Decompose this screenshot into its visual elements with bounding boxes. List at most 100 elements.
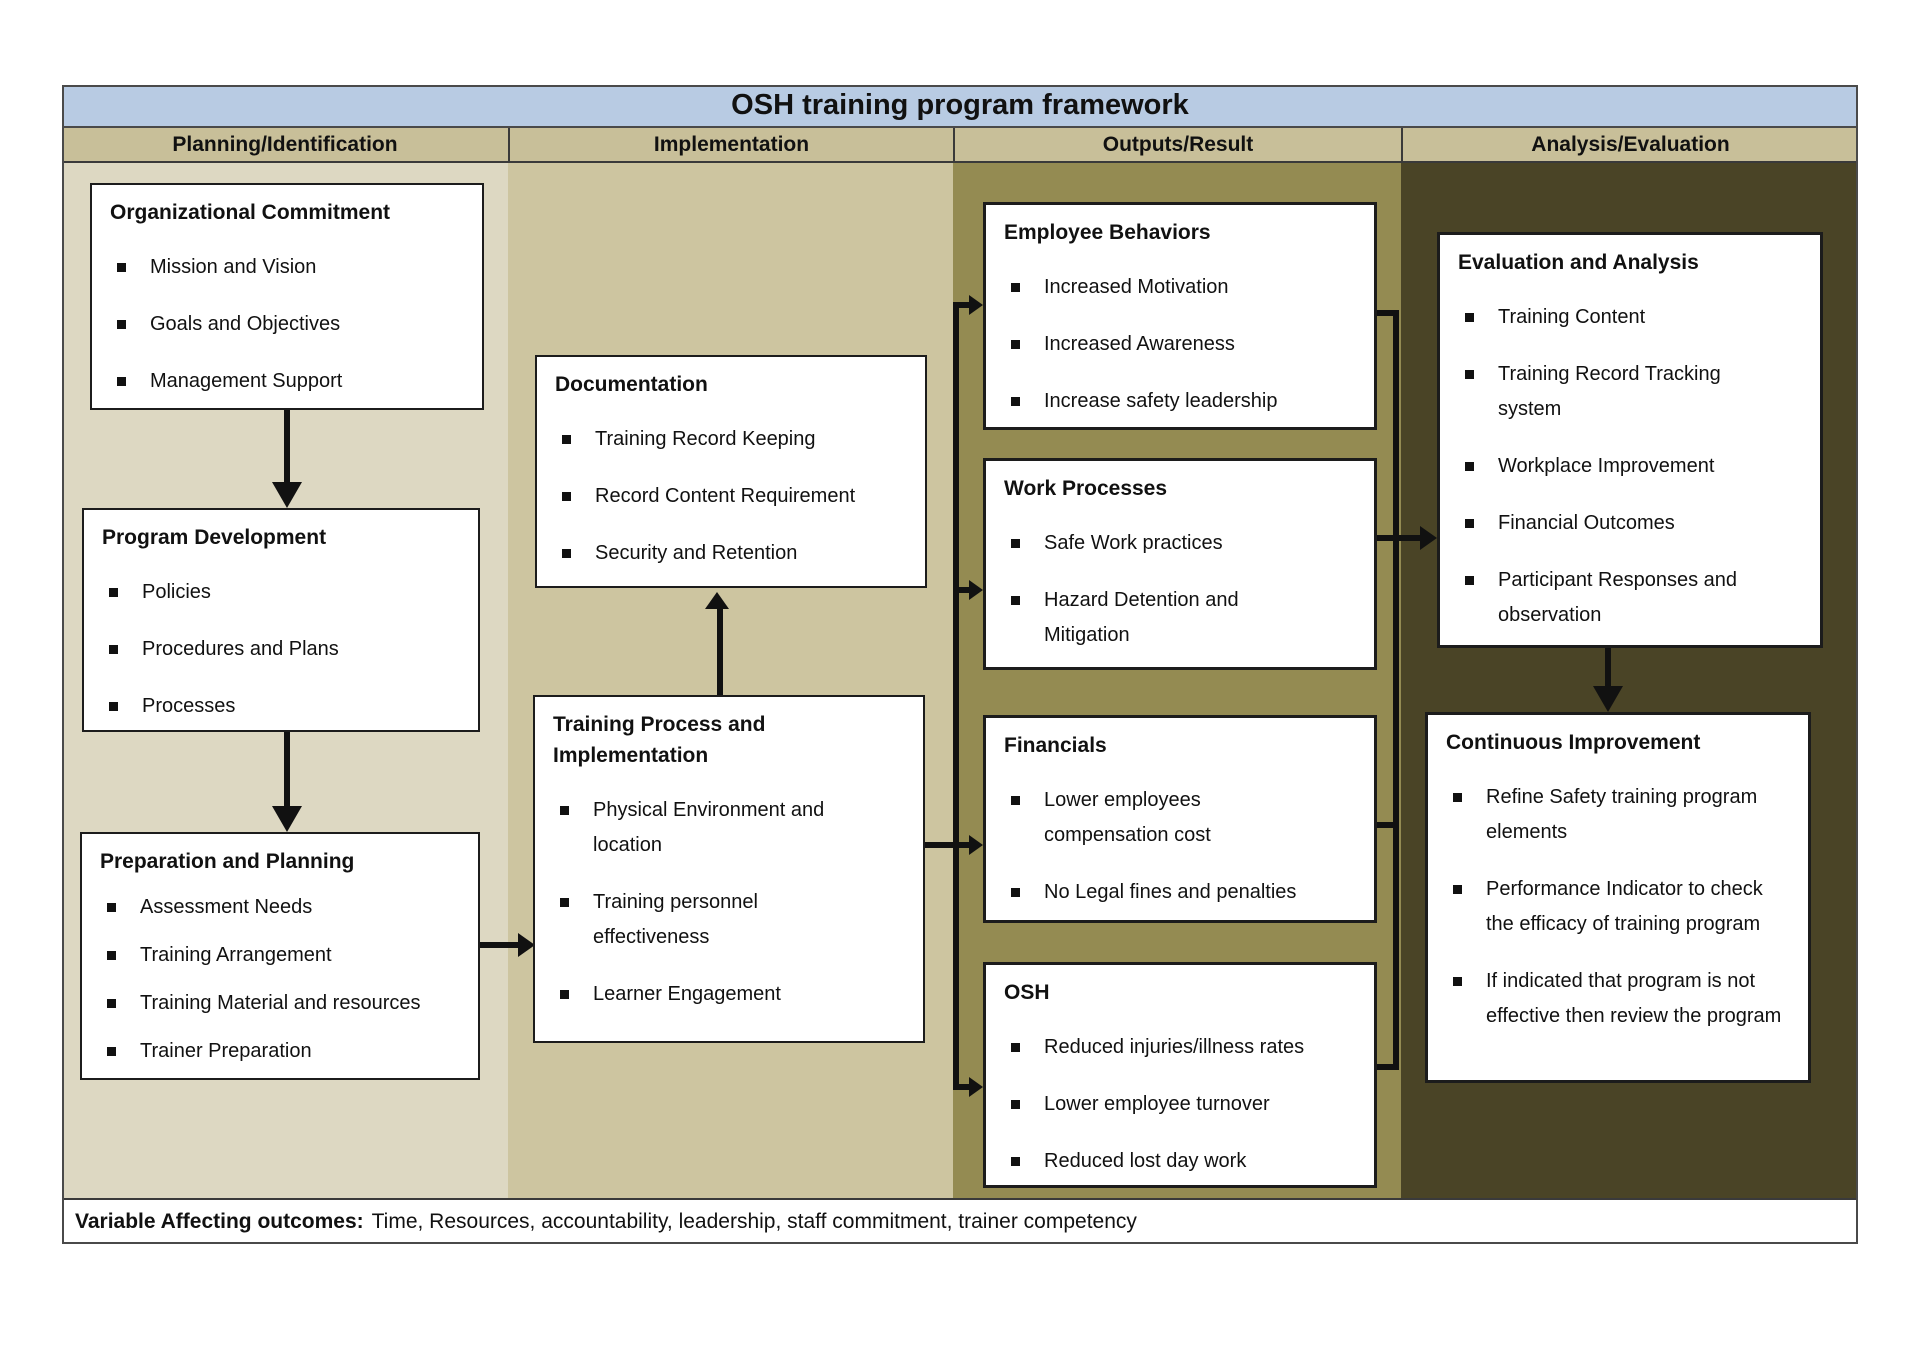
- bullet-item: Training Content: [1458, 300, 1810, 335]
- connector-arrow-down: [284, 410, 290, 484]
- flow-node-training-process: Training Process and Implementation Phys…: [533, 695, 925, 1043]
- bullet-item: Record Content Requirement: [555, 479, 915, 514]
- footer-text: Time, Resources, accountability, leaders…: [371, 1210, 1137, 1233]
- bullet-item: Hazard Detention and Mitigation: [1004, 583, 1364, 653]
- connector-line: [925, 842, 959, 848]
- bullet-item: Training personnel effectiveness: [553, 885, 913, 955]
- arrowhead-down-icon: [272, 482, 302, 508]
- bullet-item: Assessment Needs: [100, 890, 468, 925]
- node-title: Evaluation and Analysis: [1458, 251, 1699, 274]
- arrowhead-right-icon: [969, 295, 983, 315]
- connector-arrow-right: [1377, 535, 1421, 541]
- bullet-item: Increase safety leadership: [1004, 384, 1364, 419]
- connector-arrow-up: [717, 607, 723, 695]
- bullet-item: Training Record Keeping: [555, 422, 915, 457]
- connector-trunk-left: [953, 302, 959, 1090]
- footer-label: Variable Affecting outcomes:: [75, 1210, 364, 1233]
- node-title: Program Development: [102, 526, 327, 549]
- flow-node-program-development: Program Development Policies Procedures …: [82, 508, 480, 732]
- bullet-item: Reduced lost day work: [1004, 1144, 1364, 1179]
- node-bullet-list: Increased Motivation Increased Awareness…: [1004, 270, 1364, 419]
- node-bullet-list: Physical Environment and location Traini…: [553, 793, 913, 1012]
- node-title: Continuous Improvement: [1446, 731, 1701, 754]
- node-bullet-list: Reduced injuries/illness rates Lower emp…: [1004, 1030, 1364, 1179]
- bullet-item: Lower employees compensation cost: [1004, 783, 1364, 853]
- arrowhead-right-icon: [969, 580, 983, 600]
- node-title: Documentation: [555, 373, 708, 396]
- node-title: Financials: [1004, 734, 1107, 757]
- flow-node-documentation: Documentation Training Record Keeping Re…: [535, 355, 927, 588]
- bullet-item: Safe Work practices: [1004, 526, 1364, 561]
- flow-node-osh: OSH Reduced injuries/illness rates Lower…: [983, 962, 1377, 1188]
- flow-node-organizational-commitment: Organizational Commitment Mission and Vi…: [90, 183, 484, 410]
- flow-node-financials: Financials Lower employees compensation …: [983, 715, 1377, 923]
- connector-stub: [1377, 1064, 1399, 1070]
- connector-arrow-down: [284, 732, 290, 808]
- bullet-item: Financial Outcomes: [1458, 506, 1810, 541]
- bullet-item: Trainer Preparation: [100, 1034, 468, 1069]
- bullet-item: No Legal fines and penalties: [1004, 875, 1364, 910]
- node-title: OSH: [1004, 981, 1050, 1004]
- node-bullet-list: Policies Procedures and Plans Processes: [102, 575, 468, 724]
- connector-stub: [1377, 822, 1399, 828]
- bullet-item: Training Material and resources: [100, 986, 468, 1021]
- bullet-item: Procedures and Plans: [102, 632, 468, 667]
- connector-branch: [957, 302, 971, 308]
- arrowhead-down-icon: [1593, 686, 1623, 712]
- arrowhead-right-icon: [518, 933, 535, 957]
- connector-branch: [957, 842, 971, 848]
- arrowhead-down-icon: [272, 806, 302, 832]
- bullet-item: Refine Safety training program elements: [1446, 780, 1798, 850]
- node-title: Training Process and Implementation: [553, 713, 766, 767]
- bullet-item: Training Record Tracking system: [1458, 357, 1810, 427]
- node-title: Employee Behaviors: [1004, 221, 1211, 244]
- variables-footer: Variable Affecting outcomes: Time, Resou…: [62, 1198, 1858, 1244]
- node-bullet-list: Training Content Training Record Trackin…: [1458, 300, 1810, 633]
- bullet-item: Performance Indicator to check the effic…: [1446, 872, 1798, 942]
- bullet-item: If indicated that program is not effecti…: [1446, 964, 1798, 1034]
- bullet-item: Management Support: [110, 364, 472, 399]
- connector-trunk-right: [1393, 310, 1399, 1070]
- bullet-item: Goals and Objectives: [110, 307, 472, 342]
- node-bullet-list: Mission and Vision Goals and Objectives …: [110, 250, 472, 399]
- bullet-item: Lower employee turnover: [1004, 1087, 1364, 1122]
- bullet-item: Security and Retention: [555, 536, 915, 571]
- connector-branch: [957, 1084, 971, 1090]
- node-title: Organizational Commitment: [110, 201, 391, 224]
- bullet-item: Processes: [102, 689, 468, 724]
- flow-node-continuous-improvement: Continuous Improvement Refine Safety tra…: [1425, 712, 1811, 1083]
- arrowhead-right-icon: [1420, 526, 1437, 550]
- bullet-item: Learner Engagement: [553, 977, 913, 1012]
- arrowhead-up-icon: [705, 592, 729, 609]
- connector-stub: [1377, 310, 1399, 316]
- column-header-analysis: Analysis/Evaluation: [1401, 128, 1858, 163]
- connector-branch: [957, 587, 971, 593]
- bullet-item: Increased Awareness: [1004, 327, 1364, 362]
- bullet-item: Increased Motivation: [1004, 270, 1364, 305]
- node-bullet-list: Assessment Needs Training Arrangement Tr…: [100, 890, 468, 1069]
- bullet-item: Mission and Vision: [110, 250, 472, 285]
- node-bullet-list: Training Record Keeping Record Content R…: [555, 422, 915, 571]
- node-bullet-list: Refine Safety training program elements …: [1446, 780, 1798, 1034]
- column-header-outputs: Outputs/Result: [953, 128, 1401, 163]
- flow-node-employee-behaviors: Employee Behaviors Increased Motivation …: [983, 202, 1377, 430]
- node-bullet-list: Lower employees compensation cost No Leg…: [1004, 783, 1364, 910]
- column-header-planning: Planning/Identification: [62, 128, 508, 163]
- bullet-item: Training Arrangement: [100, 938, 468, 973]
- node-title: Preparation and Planning: [100, 850, 355, 873]
- node-bullet-list: Safe Work practices Hazard Detention and…: [1004, 526, 1364, 653]
- flow-node-preparation-planning: Preparation and Planning Assessment Need…: [80, 832, 480, 1080]
- bullet-item: Policies: [102, 575, 468, 610]
- bullet-item: Workplace Improvement: [1458, 449, 1810, 484]
- node-title: Work Processes: [1004, 477, 1168, 500]
- diagram-title: OSH training program framework: [62, 85, 1858, 128]
- bullet-item: Participant Responses and observation: [1458, 563, 1810, 633]
- bullet-item: Physical Environment and location: [553, 793, 913, 863]
- bullet-item: Reduced injuries/illness rates: [1004, 1030, 1364, 1065]
- arrowhead-right-icon: [969, 1077, 983, 1097]
- connector-arrow-right: [480, 942, 520, 948]
- arrowhead-right-icon: [969, 835, 983, 855]
- column-header-implementation: Implementation: [508, 128, 953, 163]
- connector-arrow-down: [1605, 648, 1611, 688]
